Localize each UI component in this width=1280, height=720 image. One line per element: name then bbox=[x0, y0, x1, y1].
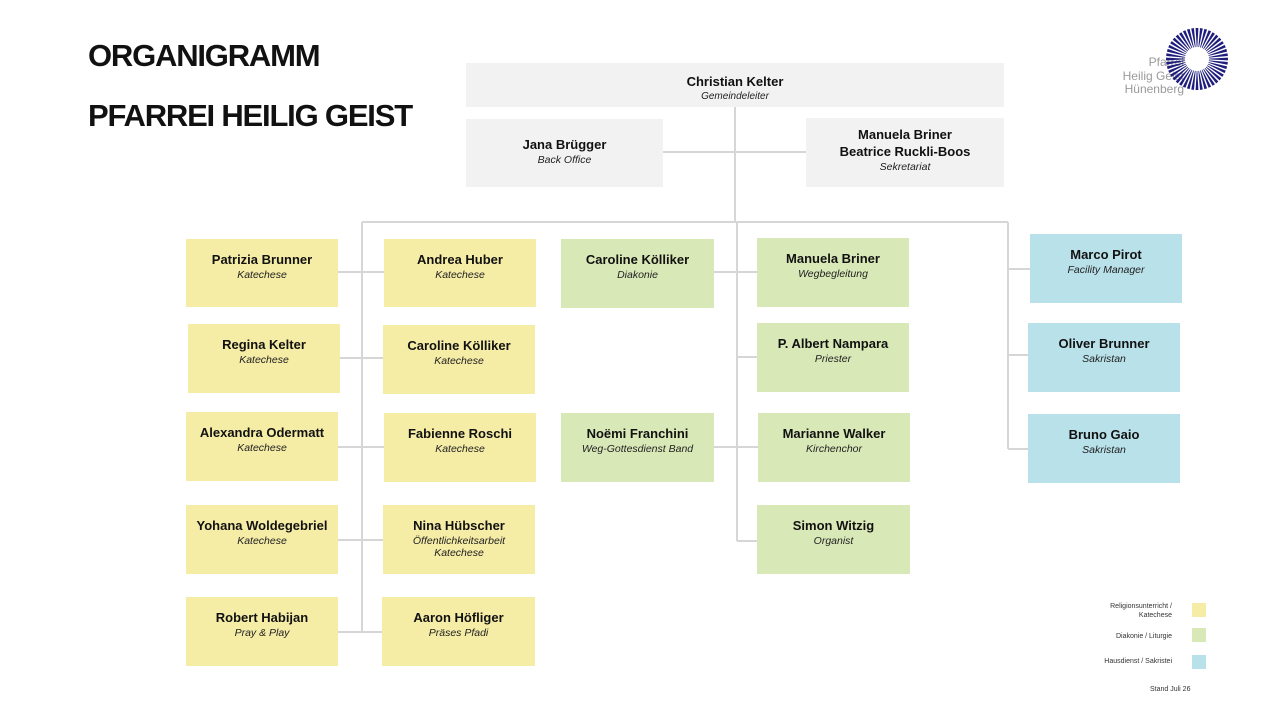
person-box: Aaron Höfliger Präses Pfadi bbox=[382, 597, 535, 666]
person-name: Nina Hübscher bbox=[413, 518, 505, 533]
person-name: Noëmi Franchini bbox=[586, 426, 689, 441]
person-role: Organist bbox=[813, 535, 854, 547]
person-name: Regina Kelter bbox=[222, 337, 306, 352]
person-role: Sakristan bbox=[1082, 353, 1126, 365]
person-name: Marianne Walker bbox=[782, 426, 886, 441]
leader-role: Gemeindeleiter bbox=[701, 91, 769, 102]
legend-swatch-diakonie bbox=[1192, 628, 1206, 642]
logo-line-2: Heilig Geist bbox=[1122, 68, 1184, 83]
person-name: Simon Witzig bbox=[792, 518, 875, 533]
sekretariat-box: Manuela Briner Beatrice Ruckli-Boos Sekr… bbox=[806, 118, 1004, 187]
sekretariat-name-1: Manuela Briner bbox=[858, 127, 952, 142]
person-box: Patrizia Brunner Katechese bbox=[186, 239, 338, 307]
person-name: Bruno Gaio bbox=[1068, 427, 1140, 442]
person-role: Katechese bbox=[237, 442, 287, 454]
person-role: Weg-Gottesdienst Band bbox=[581, 443, 694, 455]
person-role: Katechese bbox=[239, 354, 289, 366]
person-box: P. Albert Nampara Priester bbox=[757, 323, 909, 392]
person-box: Regina Kelter Katechese bbox=[188, 324, 340, 393]
person-role: Facility Manager bbox=[1067, 264, 1145, 276]
legend-label: Hausdienst / Sakristei bbox=[1104, 658, 1172, 665]
person-role-secondary: Katechese bbox=[434, 547, 484, 559]
page-title: ORGANIGRAMM bbox=[88, 38, 321, 73]
page-subtitle: PFARREI HEILIG GEIST bbox=[88, 98, 413, 133]
person-name: Fabienne Roschi bbox=[407, 426, 513, 441]
legend-swatch-hausdienst bbox=[1192, 655, 1206, 669]
person-role: Priester bbox=[814, 353, 852, 365]
person-role: Katechese bbox=[237, 535, 287, 547]
person-box: Andrea Huber Katechese bbox=[384, 239, 536, 307]
person-box: Caroline Kölliker Diakonie bbox=[561, 239, 714, 308]
person-box: Nina Hübscher Öffentlichkeitsarbeit Kate… bbox=[383, 505, 535, 574]
logo-line-3: Hünenberg bbox=[1124, 82, 1184, 96]
person-role: Öffentlichkeitsarbeit bbox=[412, 535, 506, 547]
person-role: Wegbegleitung bbox=[798, 268, 868, 280]
backoffice-box: Jana Brügger Back Office bbox=[466, 119, 663, 187]
person-box: Marianne Walker Kirchenchor bbox=[758, 413, 910, 482]
person-box: Fabienne Roschi Katechese bbox=[384, 413, 536, 482]
person-name: Aaron Höfliger bbox=[413, 610, 504, 625]
person-role: Katechese bbox=[435, 269, 485, 281]
person-name: Caroline Kölliker bbox=[407, 338, 511, 353]
legend-swatch-katechese bbox=[1192, 603, 1206, 617]
person-name: Andrea Huber bbox=[417, 252, 503, 267]
person-role: Diakonie bbox=[617, 269, 658, 281]
person-name: P. Albert Nampara bbox=[777, 336, 889, 351]
leader-box: Christian Kelter Gemeindeleiter bbox=[466, 63, 1004, 107]
sunburst-logo-icon bbox=[1166, 28, 1228, 90]
footer-stand: Stand Juli 26 bbox=[1150, 686, 1191, 693]
person-box: Alexandra Odermatt Katechese bbox=[186, 412, 338, 481]
person-box: Yohana Woldegebriel Katechese bbox=[186, 505, 338, 574]
person-name: Alexandra Odermatt bbox=[199, 425, 325, 440]
person-box: Oliver Brunner Sakristan bbox=[1028, 323, 1180, 392]
person-box: Robert Habijan Pray & Play bbox=[186, 597, 338, 666]
leader-name: Christian Kelter bbox=[686, 74, 784, 89]
person-box: Manuela Briner Wegbegleitung bbox=[757, 238, 909, 307]
person-name: Caroline Kölliker bbox=[585, 252, 690, 267]
person-role: Kirchenchor bbox=[805, 443, 863, 455]
person-box: Noëmi Franchini Weg-Gottesdienst Band bbox=[561, 413, 714, 482]
person-role: Sakristan bbox=[1082, 444, 1126, 456]
sekretariat-name-2: Beatrice Ruckli-Boos bbox=[839, 144, 971, 159]
person-role: Pray & Play bbox=[234, 627, 290, 639]
person-role: Katechese bbox=[435, 443, 485, 455]
person-box: Simon Witzig Organist bbox=[757, 505, 910, 574]
legend-label: Religionsunterricht / Katechese bbox=[1110, 603, 1172, 619]
person-name: Marco Pirot bbox=[1070, 247, 1142, 262]
person-role: Katechese bbox=[237, 269, 287, 281]
person-name: Yohana Woldegebriel bbox=[196, 518, 328, 533]
sekretariat-role: Sekretariat bbox=[879, 161, 931, 173]
backoffice-name: Jana Brügger bbox=[522, 137, 607, 152]
person-name: Oliver Brunner bbox=[1058, 336, 1150, 351]
person-box: Bruno Gaio Sakristan bbox=[1028, 414, 1180, 483]
person-box: Caroline Kölliker Katechese bbox=[383, 325, 535, 394]
person-name: Manuela Briner bbox=[786, 251, 880, 266]
person-name: Robert Habijan bbox=[215, 610, 309, 625]
person-role: Präses Pfadi bbox=[428, 627, 489, 639]
backoffice-role: Back Office bbox=[537, 154, 592, 166]
person-box: Marco Pirot Facility Manager bbox=[1030, 234, 1182, 303]
legend-label: Diakonie / Liturgie bbox=[1115, 633, 1172, 640]
person-role: Katechese bbox=[434, 355, 484, 367]
person-name: Patrizia Brunner bbox=[211, 252, 313, 267]
